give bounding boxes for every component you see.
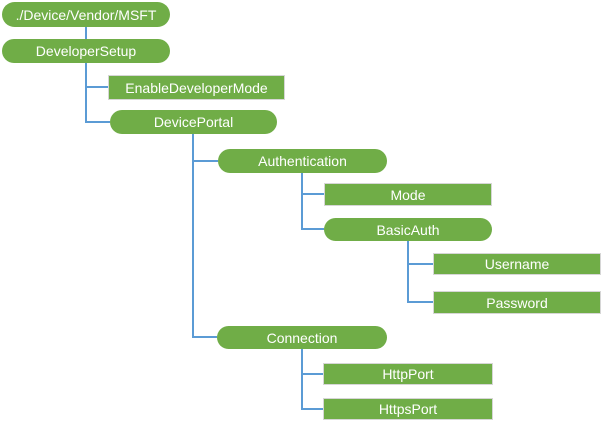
- tree-node-developer-setup: DeveloperSetup: [2, 39, 170, 63]
- tree-node-enable-developer-mode: EnableDeveloperMode: [108, 75, 285, 100]
- tree-node-connection: Connection: [217, 326, 387, 349]
- connector-connection-httpsport: [301, 349, 323, 410]
- tree-node-root: ./Device/Vendor/MSFT: [2, 2, 170, 27]
- tree-node-http-port-label: HttpPort: [382, 366, 434, 382]
- tree-node-username-label: Username: [484, 256, 550, 272]
- connector-basicauth-username: [407, 241, 433, 265]
- tree-node-enable-developer-mode-label: EnableDeveloperMode: [125, 79, 268, 96]
- connector-authentication-basicauth: [301, 173, 324, 230]
- connector-authentication-mode: [301, 173, 324, 195]
- tree-node-basic-auth: BasicAuth: [324, 218, 492, 241]
- tree-node-developer-setup-label: DeveloperSetup: [35, 43, 137, 59]
- connector-developersetup-deviceportal: [85, 63, 110, 123]
- connector-basicauth-password: [407, 241, 433, 303]
- tree-node-https-port: HttpsPort: [323, 398, 493, 420]
- tree-node-authentication: Authentication: [218, 149, 387, 173]
- tree-node-mode-label: Mode: [390, 186, 426, 203]
- tree-node-password: Password: [433, 291, 601, 314]
- tree-node-password-label: Password: [486, 294, 548, 311]
- connector-deviceportal-authentication: [192, 134, 218, 162]
- connector-developersetup-enabledevmode: [85, 63, 108, 88]
- tree-node-authentication-label: Authentication: [258, 153, 347, 169]
- tree-node-mode: Mode: [324, 183, 492, 206]
- tree-node-device-portal-label: DevicePortal: [153, 114, 234, 130]
- tree-node-connection-label: Connection: [266, 329, 338, 346]
- tree-node-device-portal: DevicePortal: [110, 110, 277, 134]
- tree-node-username: Username: [433, 253, 601, 275]
- tree-node-http-port: HttpPort: [323, 363, 493, 385]
- connector-deviceportal-connection: [192, 134, 217, 338]
- tree-node-basic-auth-label: BasicAuth: [376, 221, 440, 238]
- connector-connection-httpport: [301, 349, 323, 375]
- tree-node-https-port-label: HttpsPort: [378, 401, 438, 417]
- tree-node-root-label: ./Device/Vendor/MSFT: [15, 6, 157, 23]
